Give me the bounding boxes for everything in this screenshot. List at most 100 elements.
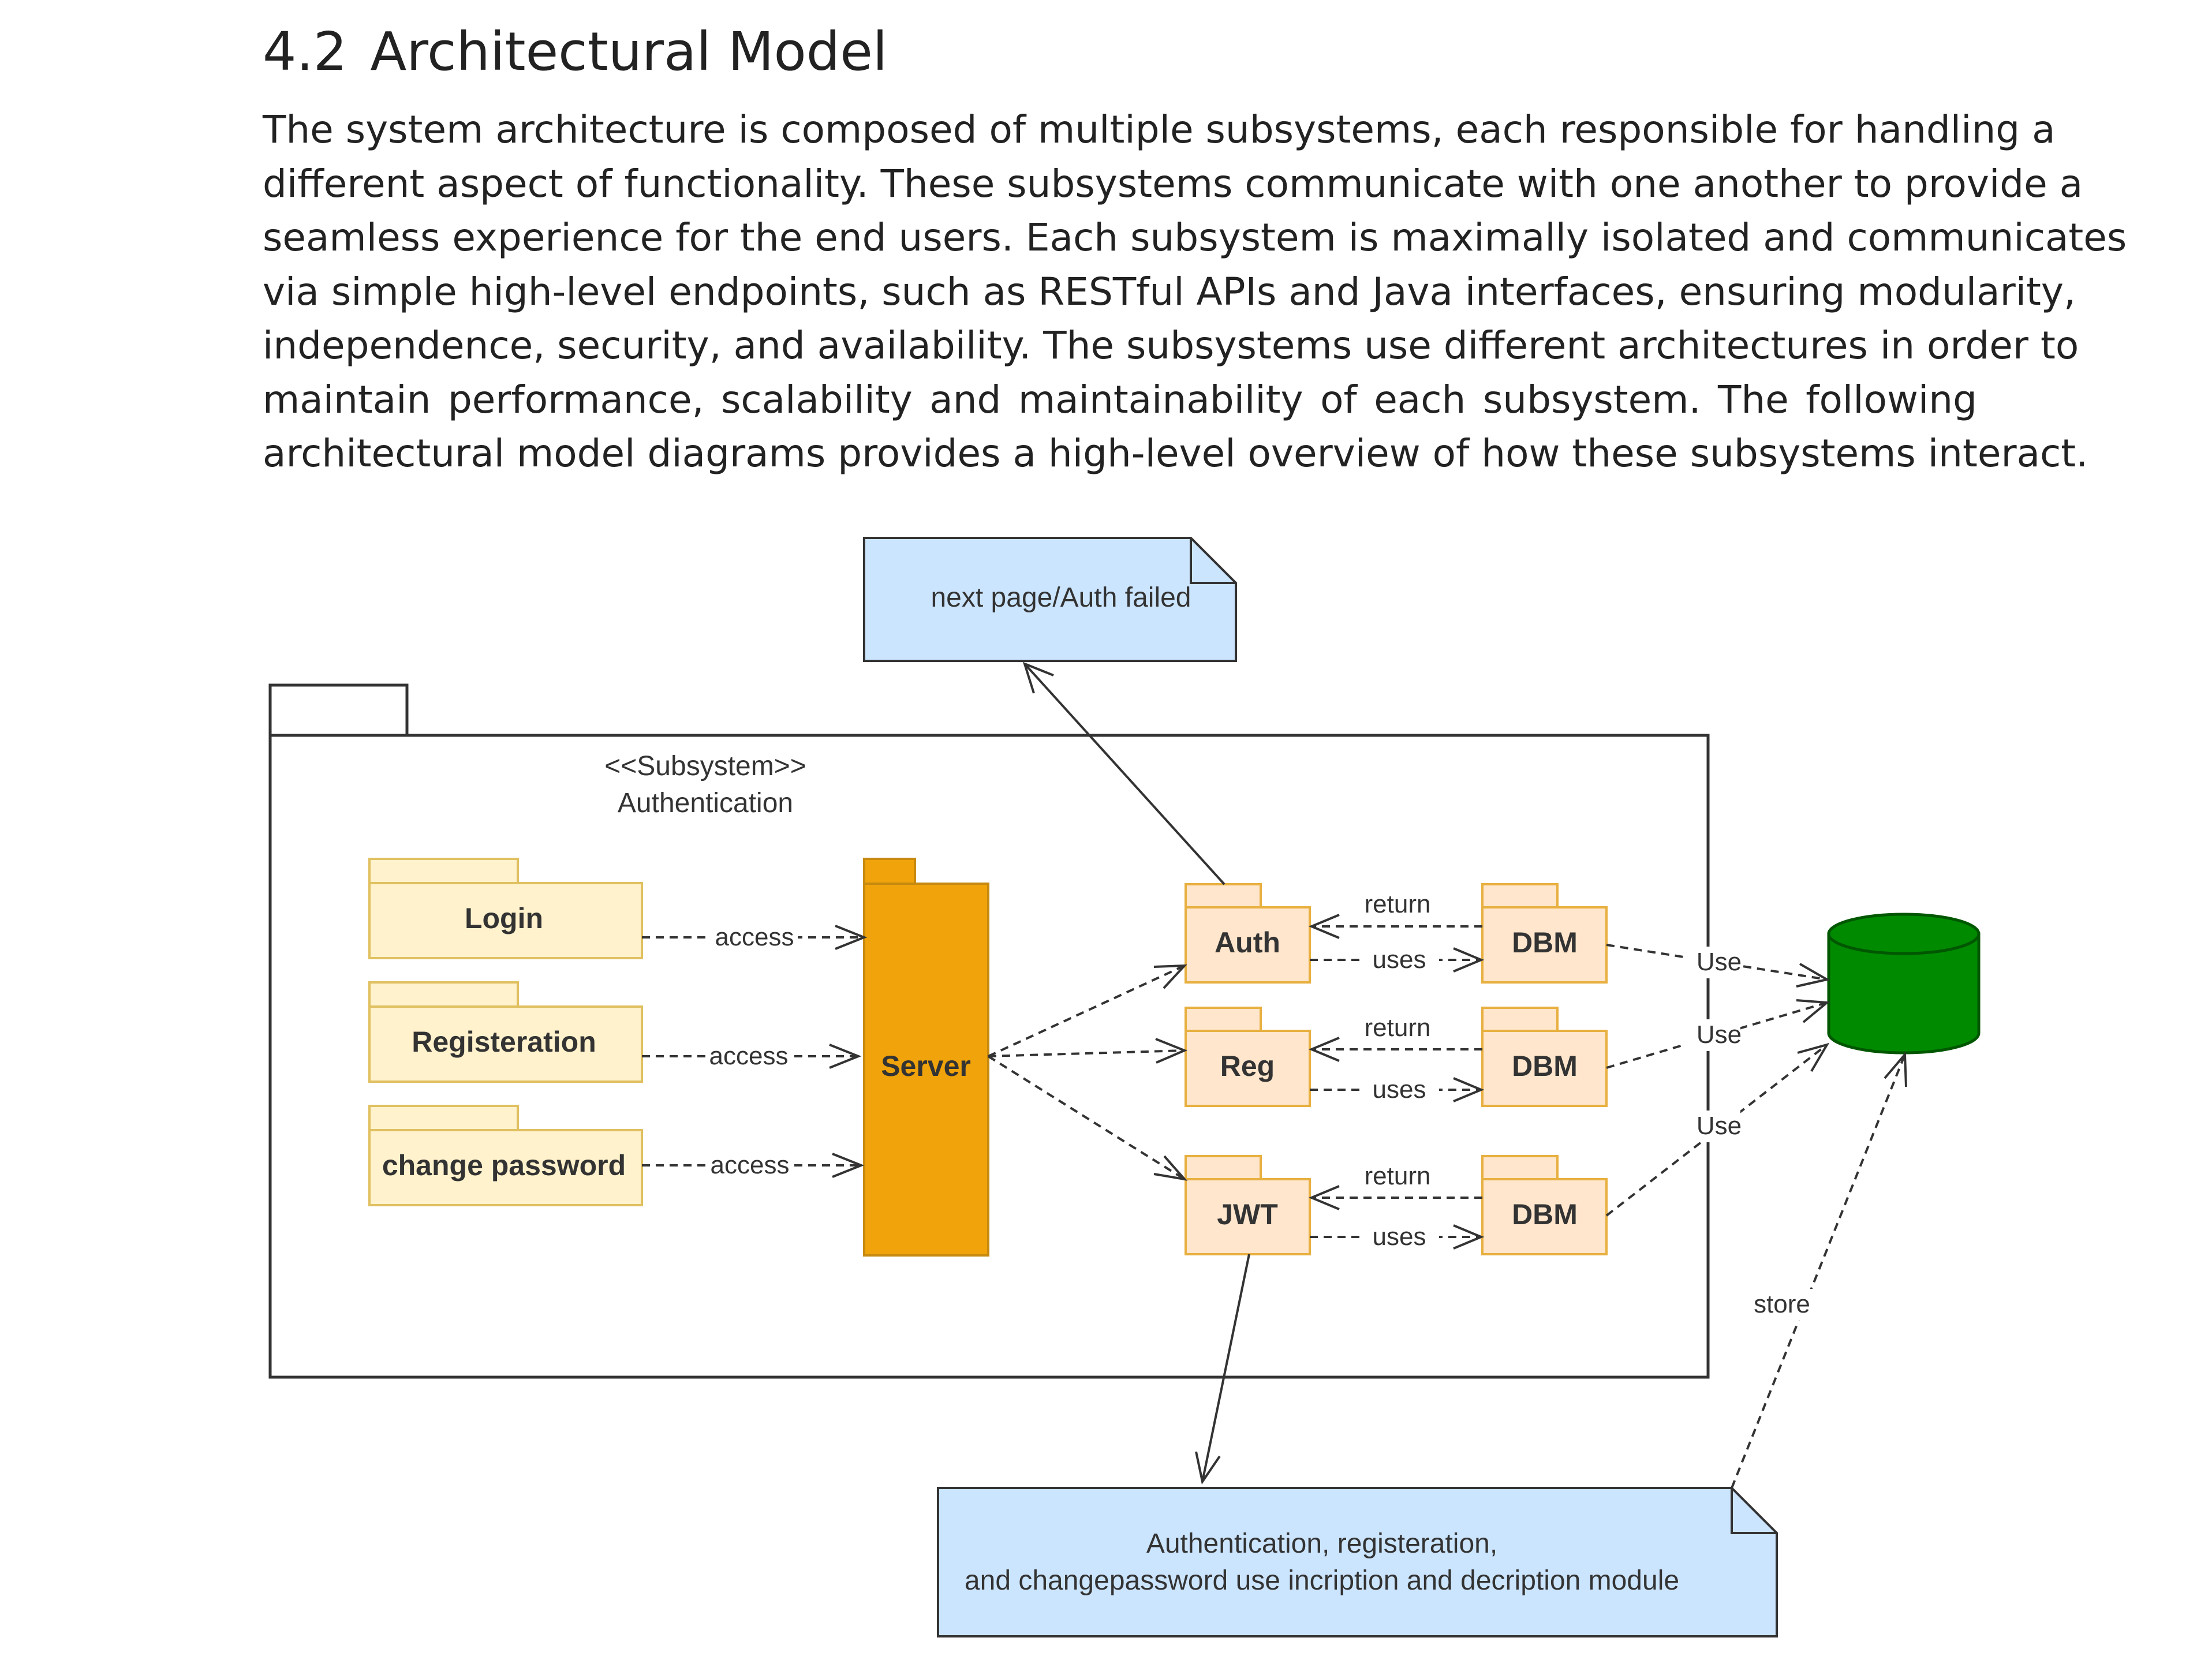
note-fold bbox=[1190, 538, 1236, 584]
registration-client: Registeration bbox=[368, 981, 643, 1083]
folder-tab bbox=[368, 1105, 519, 1131]
auth-module: Auth bbox=[1185, 883, 1311, 984]
return-label: return bbox=[1365, 1162, 1431, 1190]
arrowhead bbox=[1796, 963, 1830, 988]
paragraph-line: independence, security, and availability… bbox=[263, 323, 2079, 368]
label-bg bbox=[1686, 1019, 1740, 1051]
server-to-auth-arrow bbox=[988, 964, 1185, 1057]
folder-body bbox=[1185, 1178, 1311, 1255]
section-title: Architectural Model bbox=[370, 21, 888, 83]
arrowhead bbox=[1453, 947, 1485, 973]
dbm-label: DBM bbox=[1512, 1198, 1578, 1231]
arrowhead bbox=[1153, 964, 1187, 989]
note-shape bbox=[863, 537, 1237, 662]
uses-label: uses bbox=[1373, 1075, 1426, 1104]
note-top-text: next page/Auth failed bbox=[931, 582, 1191, 613]
label-bg bbox=[705, 1041, 792, 1072]
dbm-reg: DBM bbox=[1481, 1007, 1608, 1107]
edge-labels: access access access return uses return … bbox=[709, 890, 1810, 1318]
arrowhead bbox=[1308, 1185, 1340, 1210]
arrowhead bbox=[1308, 914, 1340, 939]
change-password-label: change password bbox=[382, 1149, 626, 1182]
folder-body bbox=[368, 1005, 643, 1083]
return-label: return bbox=[1365, 1014, 1431, 1042]
arrowhead bbox=[1453, 1224, 1485, 1250]
label-bg bbox=[711, 922, 798, 954]
note-bottom-line-2: and changepassword use incription and de… bbox=[965, 1565, 1679, 1596]
paragraph-line: architectural model diagrams provides a … bbox=[263, 431, 2088, 476]
store-label: store bbox=[1754, 1290, 1810, 1318]
reg-module: Reg bbox=[1185, 1007, 1311, 1107]
label-bg bbox=[1359, 944, 1439, 975]
folder-tab bbox=[1481, 1155, 1559, 1180]
subsystem-name: Authentication bbox=[618, 788, 793, 818]
label-bg bbox=[1686, 1111, 1740, 1142]
arrowhead bbox=[832, 1153, 865, 1178]
server-to-jwt-arrow bbox=[987, 1055, 1186, 1180]
arrowhead bbox=[1884, 1051, 1907, 1087]
auth-to-note-arrow bbox=[1023, 663, 1225, 885]
server-label: Server bbox=[881, 1050, 971, 1082]
return-label: return bbox=[1365, 890, 1431, 918]
registration-label: Registeration bbox=[412, 1026, 596, 1058]
paragraph-line: via simple high-level endpoints, such as… bbox=[263, 269, 2076, 314]
note-fold bbox=[1731, 1488, 1777, 1534]
dbm-auth: DBM bbox=[1481, 883, 1608, 984]
server-node: Server bbox=[863, 858, 989, 1257]
database-icon bbox=[1827, 913, 1981, 1055]
paragraph-line: The system architecture is composed of m… bbox=[263, 107, 2056, 152]
body-paragraph: The system architecture is composed of m… bbox=[263, 103, 2127, 481]
jwt-module: JWT bbox=[1185, 1155, 1311, 1255]
label-bg bbox=[1359, 1221, 1439, 1253]
note-top: next page/Auth failed bbox=[863, 537, 1237, 662]
paragraph-line: different aspect of functionality. These… bbox=[263, 161, 2083, 206]
access-label: access bbox=[711, 1151, 790, 1179]
access-label: access bbox=[715, 923, 794, 951]
folder-tab bbox=[1185, 1007, 1262, 1032]
dbm-label: DBM bbox=[1512, 926, 1578, 959]
uses-label: uses bbox=[1373, 1222, 1426, 1251]
use-label: Use bbox=[1697, 1020, 1742, 1049]
label-bg bbox=[707, 1150, 793, 1182]
paragraph-line: seamless experience for the end users. E… bbox=[263, 215, 2127, 260]
folder-tab bbox=[1185, 883, 1262, 908]
jwt-label: JWT bbox=[1217, 1198, 1278, 1231]
login-client: Login bbox=[368, 858, 643, 959]
folder-tab bbox=[1481, 883, 1559, 908]
arrowhead bbox=[1155, 1038, 1188, 1064]
server-body bbox=[863, 883, 989, 1257]
database-body bbox=[1827, 932, 1981, 1055]
label-bg bbox=[1686, 947, 1740, 978]
jwt-to-note-arrow bbox=[1201, 1254, 1250, 1482]
change-password-client: change password bbox=[368, 1105, 643, 1206]
folder-body bbox=[1481, 1178, 1608, 1255]
folder-body bbox=[368, 882, 643, 959]
label-bg bbox=[1749, 1289, 1815, 1321]
arrowhead bbox=[1195, 1451, 1221, 1485]
label-bg bbox=[1359, 1074, 1439, 1105]
note-bottom: Authentication, registeration, and chang… bbox=[937, 1487, 1778, 1637]
arrowhead bbox=[1797, 1042, 1830, 1072]
note-shape bbox=[937, 1487, 1778, 1637]
arrowhead bbox=[1308, 1037, 1340, 1062]
access-label: access bbox=[709, 1042, 789, 1070]
paragraph-line: maintain performance, scalability and ma… bbox=[263, 377, 1977, 422]
folder-body bbox=[1185, 1030, 1311, 1107]
dbm-jwt: DBM bbox=[1481, 1155, 1608, 1255]
dbm-label: DBM bbox=[1512, 1050, 1578, 1082]
reg-label: Reg bbox=[1220, 1050, 1275, 1082]
arrowhead bbox=[1153, 1155, 1188, 1181]
store-arrow bbox=[1731, 1054, 1906, 1489]
arrowhead bbox=[1796, 999, 1830, 1023]
folder-body bbox=[368, 1129, 643, 1206]
arrowhead bbox=[1453, 1077, 1485, 1102]
folder-body bbox=[1481, 1030, 1608, 1107]
folder-body bbox=[1185, 906, 1311, 984]
arrowhead bbox=[829, 1044, 862, 1069]
folder-tab bbox=[368, 981, 519, 1008]
database-top bbox=[1827, 913, 1981, 955]
note-bottom-line-1: Authentication, registeration, bbox=[1146, 1528, 1497, 1559]
folder-tab bbox=[1185, 1155, 1262, 1180]
